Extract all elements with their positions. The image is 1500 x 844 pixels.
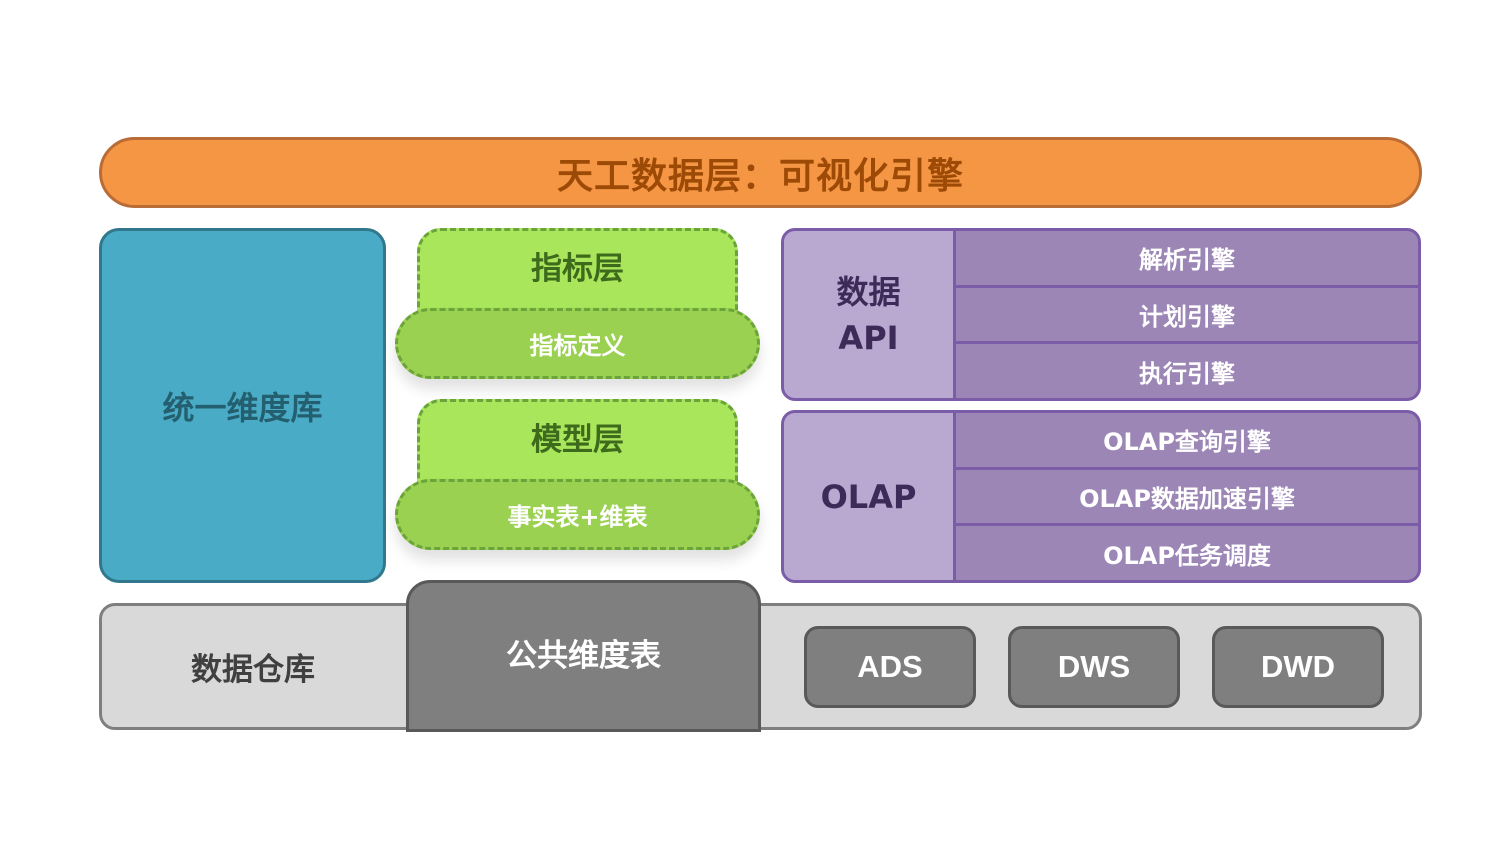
dwd-label: DWD (1260, 649, 1336, 684)
dws-label: DWS (1057, 649, 1131, 684)
data-api-header-line2: API (838, 318, 899, 357)
metric-layer-title: 指标层 (531, 251, 624, 287)
api-row-plan-engine: 计划引擎 (956, 284, 1418, 342)
unified-dimension-library-block: 统一维度库 (99, 228, 386, 583)
olap-header: OLAP (784, 413, 956, 580)
data-api-panel: 数据 API 解析引擎 计划引擎 执行引擎 (781, 228, 1421, 401)
model-layer-title: 模型层 (531, 422, 624, 458)
unified-dimension-library-label: 统一维度库 (162, 388, 323, 427)
olap-row-query-engine: OLAP查询引擎 (1103, 428, 1271, 457)
fact-dim-table-pill: 事实表+维表 (395, 479, 760, 550)
data-warehouse-label-box: 数据仓库 (99, 603, 407, 730)
api-row-parse-engine: 解析引擎 (1139, 246, 1235, 275)
dws-layer-box: DWS (1008, 626, 1180, 708)
fact-dim-table-label: 事实表+维表 (507, 503, 648, 531)
data-api-header: 数据 API (784, 231, 956, 398)
common-dimension-table-block: 公共维度表 (406, 580, 761, 732)
olap-panel: OLAP OLAP查询引擎 OLAP数据加速引擎 OLAP任务调度 (781, 410, 1421, 583)
common-dimension-table-label: 公共维度表 (506, 637, 661, 674)
dwd-layer-box: DWD (1212, 626, 1384, 708)
model-layer-block: 模型层 (417, 399, 738, 489)
ads-layer-box: ADS (804, 626, 976, 708)
olap-row-acceleration-engine: OLAP数据加速引擎 (956, 466, 1418, 524)
visual-engine-banner: 天工数据层：可视化引擎 (99, 137, 1422, 208)
olap-row-task-scheduling: OLAP任务调度 (956, 523, 1418, 580)
metric-layer-block: 指标层 (417, 228, 738, 318)
banner-title: 天工数据层：可视化引擎 (556, 155, 964, 197)
data-api-header-line1: 数据 (836, 272, 901, 311)
ads-label: ADS (857, 649, 923, 684)
api-row-exec-engine: 执行引擎 (956, 341, 1418, 398)
metric-definition-label: 指标定义 (529, 332, 626, 360)
data-warehouse-label: 数据仓库 (191, 652, 315, 688)
metric-definition-pill: 指标定义 (395, 308, 760, 379)
